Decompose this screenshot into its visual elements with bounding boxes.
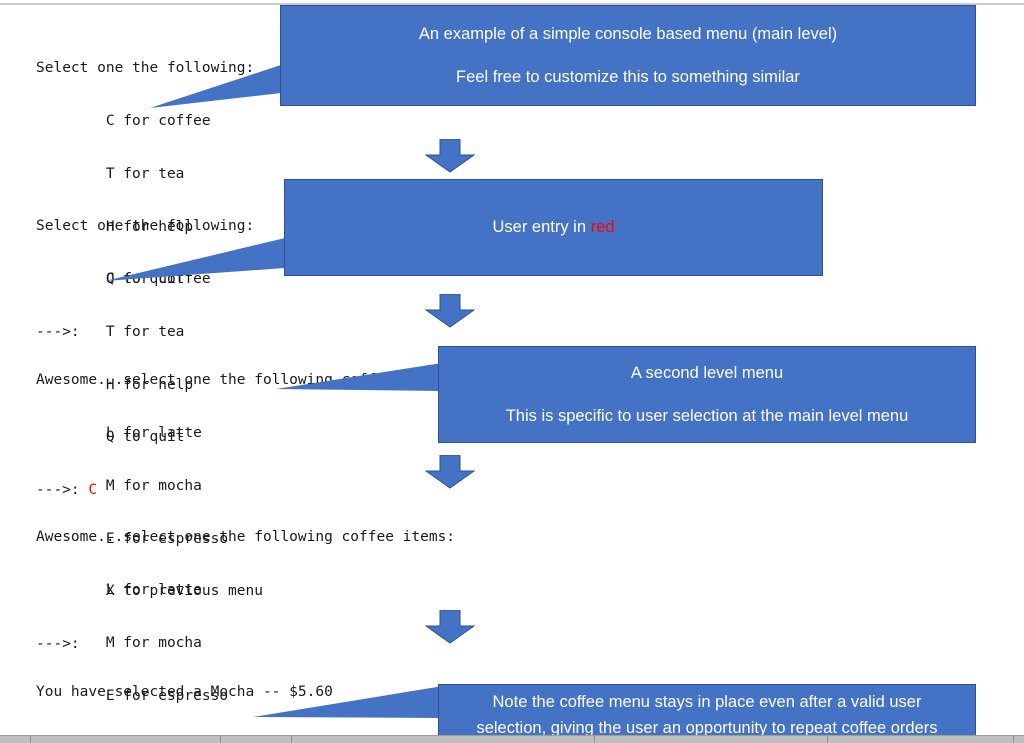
- callout-main-level: An example of a simple console based men…: [280, 5, 976, 106]
- console-line: You have selected a Mocha -- $5.60: [36, 684, 333, 701]
- console-line: E for espresso: [36, 687, 229, 704]
- console-block-coffee-menu-with-entry: Awesome...select one the following coffe…: [36, 494, 455, 743]
- console-block-coffee-selection-result: You have selected a Mocha -- $5.60 Aweso…: [36, 649, 455, 743]
- console-line: E for espresso: [36, 530, 229, 547]
- console-line: Awesome...select one the following coffe…: [36, 372, 456, 389]
- console-line: L for latte: [36, 424, 202, 441]
- flow-arrow-3: [425, 455, 475, 489]
- callout-user-entry: User entry in red: [284, 179, 823, 276]
- callout-line: This is specific to user selection at th…: [505, 406, 909, 425]
- console-prompt-row: --->: C: [36, 482, 254, 500]
- callout-menu-persists: Note the coffee menu stays in place even…: [438, 684, 976, 743]
- callout-line: An example of a simple console based men…: [418, 25, 838, 44]
- console-line: M for mocha: [36, 634, 202, 651]
- callout-text-red: red: [590, 218, 615, 237]
- console-line: T for tea: [36, 165, 185, 182]
- console-line: Select one the following:: [36, 60, 255, 77]
- flow-arrow-1: [425, 139, 475, 173]
- console-line: X to previous menu: [36, 583, 263, 600]
- console-line: Awesome...select one the following coffe…: [36, 529, 456, 546]
- console-line: H for help: [36, 376, 194, 393]
- console-prompt: --->:: [36, 636, 80, 653]
- console-line: Q to quit: [36, 429, 185, 446]
- console-line: L for latte: [36, 581, 202, 598]
- user-entry-value: C: [88, 482, 98, 499]
- console-prompt: --->:: [36, 324, 80, 341]
- callout-line: A second level menu: [630, 364, 784, 383]
- console-prompt: --->:: [36, 482, 89, 499]
- console-line: Select one the following:: [36, 218, 255, 235]
- console-line: C for coffee: [36, 270, 211, 287]
- callout-line: Feel free to customize this to something…: [456, 67, 800, 86]
- flow-arrow-4: [425, 610, 475, 644]
- bottom-chrome-strip: [0, 735, 1024, 743]
- callout-text-prefix: User entry in: [492, 218, 591, 237]
- console-line: H for help: [36, 218, 194, 235]
- console-line: C for coffee: [36, 112, 211, 129]
- console-line: M for mocha: [36, 477, 202, 494]
- console-line: T for tea: [36, 323, 185, 340]
- top-rule: [0, 3, 1024, 5]
- callout-line: Note the coffee menu stays in place even…: [492, 693, 922, 711]
- console-block-main-menu-with-entry: Select one the following: C for coffee T…: [36, 183, 254, 535]
- flow-arrow-2: [425, 294, 475, 328]
- callout-line: User entry in red: [479, 216, 629, 238]
- callout-line: selection, giving the user an opportunit…: [476, 719, 938, 738]
- callout-second-level: A second level menu This is specific to …: [438, 346, 976, 443]
